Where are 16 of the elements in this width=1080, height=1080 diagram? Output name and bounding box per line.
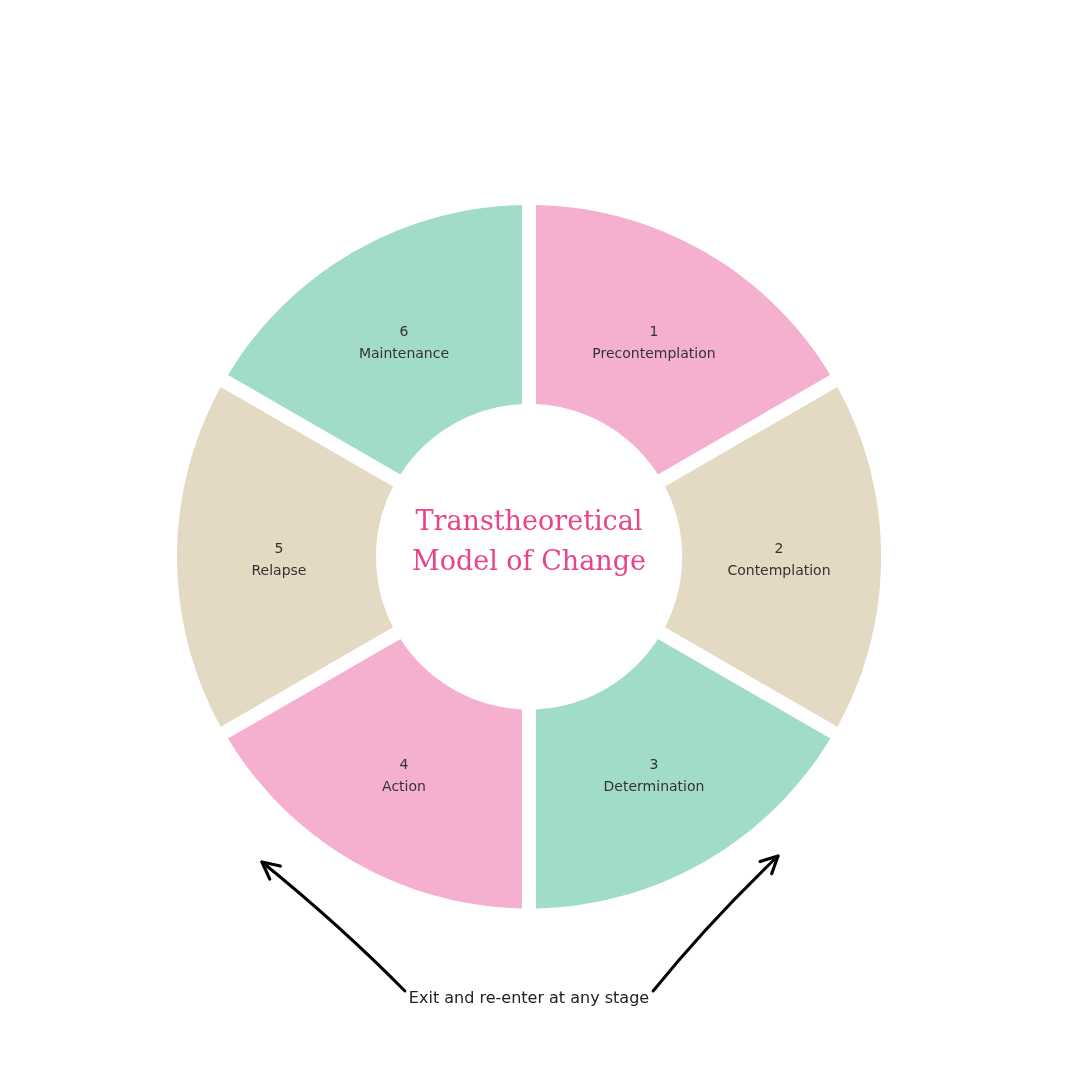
stage-number: 4	[398, 755, 410, 775]
arrow	[260, 860, 407, 993]
stage-number: 5	[273, 539, 285, 558]
title: Transtheoretical Model of Change	[411, 504, 647, 578]
stage-name: Determination	[603, 777, 705, 797]
stage-name: Action	[382, 777, 426, 797]
arrow	[651, 854, 780, 993]
note-text: Exit and re-enter at any stage	[408, 987, 650, 1009]
stage-number: 3	[648, 755, 660, 775]
stage-name: Maintenance	[358, 344, 450, 364]
stage-number: 6	[398, 322, 410, 342]
stage-number: 1	[648, 322, 660, 342]
stage-name: Relapse	[251, 561, 307, 580]
stage-name: Precontemplation	[592, 344, 716, 364]
stage-number: 2	[773, 539, 785, 558]
stage-name: Contemplation	[727, 561, 831, 580]
